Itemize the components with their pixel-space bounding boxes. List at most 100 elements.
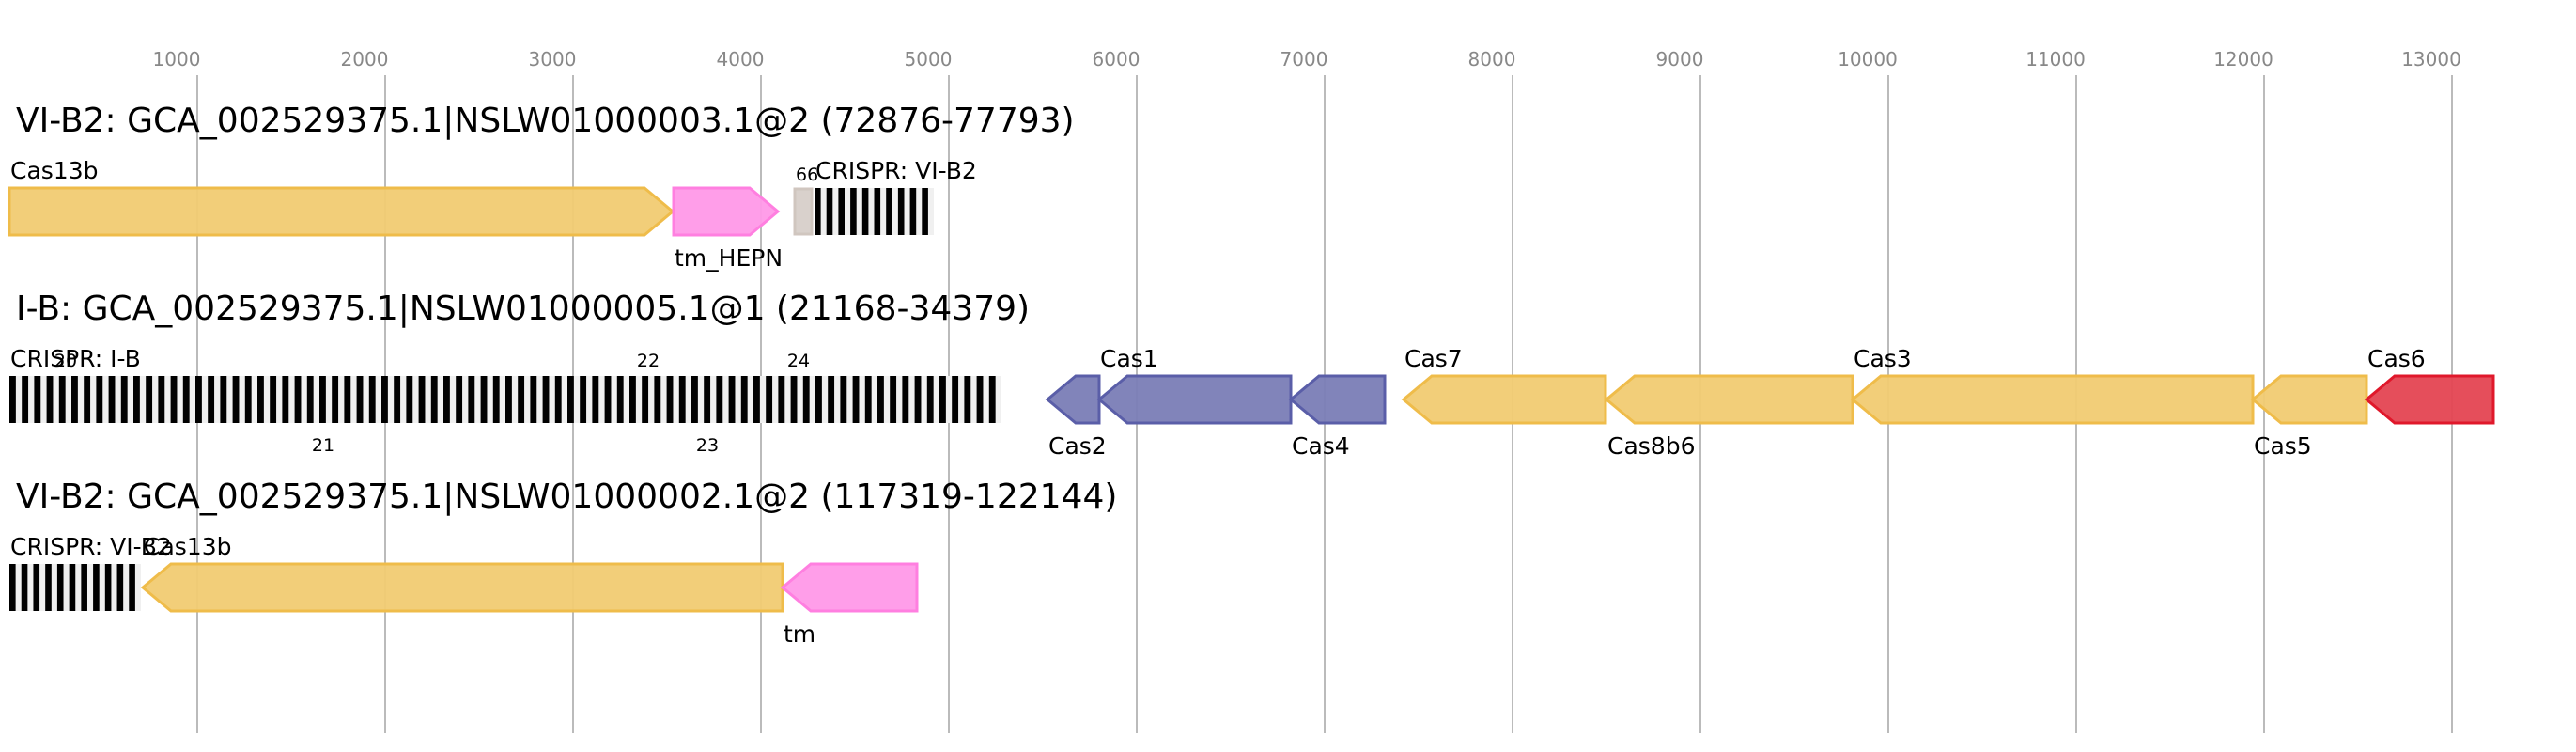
- x-tick-label: 12000: [2213, 48, 2273, 70]
- crispr-repeat: [21, 564, 28, 611]
- x-tick-label: 7000: [1280, 48, 1328, 70]
- x-tick-label: 8000: [1468, 48, 1516, 70]
- crispr-repeat: [108, 376, 116, 423]
- crispr-repeat: [592, 376, 599, 423]
- crispr-repeat: [257, 376, 264, 423]
- crispr-repeat: [232, 376, 240, 423]
- unannotated-box[interactable]: [793, 187, 814, 236]
- crispr-repeat: [828, 376, 835, 423]
- crispr-repeat: [838, 188, 846, 235]
- crispr-repeat: [368, 376, 376, 423]
- gene-arrow-tm-hepn[interactable]: [672, 186, 781, 237]
- crispr-repeat: [864, 376, 872, 423]
- crispr-repeat: [46, 376, 54, 423]
- crispr-repeat: [897, 188, 905, 235]
- crispr-repeat: [518, 376, 525, 423]
- crispr-repeat: [69, 564, 76, 611]
- gene-arrow-cas1[interactable]: [1096, 374, 1293, 425]
- crispr-repeat: [22, 376, 29, 423]
- crispr-repeat: [926, 376, 934, 423]
- crispr-repeat: [170, 376, 178, 423]
- crispr-repeat: [642, 376, 649, 423]
- gene-arrow-cas4[interactable]: [1288, 374, 1387, 425]
- gene-label: Cas5: [2254, 432, 2312, 460]
- gene-label: Cas4: [1292, 432, 1350, 460]
- gene-arrow-cas7[interactable]: [1401, 374, 1607, 425]
- crispr-repeat: [430, 376, 438, 423]
- x-tick-label: 6000: [1093, 48, 1141, 70]
- x-tick-label: 4000: [717, 48, 765, 70]
- crispr-repeat: [542, 376, 550, 423]
- crispr-repeat: [208, 376, 215, 423]
- x-tick-label: 13000: [2401, 48, 2461, 70]
- gene-label: Cas13b: [10, 157, 98, 184]
- gene-label: Cas3: [1854, 345, 1912, 372]
- crispr-repeat: [492, 376, 500, 423]
- crispr-repeat: [704, 376, 711, 423]
- box-label: 66: [796, 164, 818, 185]
- crispr-repeat: [988, 376, 996, 423]
- crispr-repeat: [654, 376, 661, 423]
- crispr-repeat: [554, 376, 562, 423]
- gene-label: Cas7: [1404, 345, 1463, 372]
- x-tick-label: 5000: [905, 48, 953, 70]
- repeat-number-label: 24: [787, 351, 810, 371]
- crispr-repeat: [480, 376, 488, 423]
- crispr-array[interactable]: [9, 376, 1001, 423]
- crispr-repeat: [939, 376, 946, 423]
- gene-label: tm_HEPN: [675, 244, 783, 272]
- gene-arrow-cas2[interactable]: [1045, 374, 1101, 425]
- locus-2: I-B: GCA_002529375.1|NSLW01000005.1@1 (2…: [9, 290, 2495, 460]
- gene-arrow-cas3[interactable]: [1850, 374, 2255, 425]
- crispr-repeat: [922, 188, 928, 235]
- crispr-repeat: [740, 376, 748, 423]
- crispr-repeat: [976, 376, 984, 423]
- locus-title: VI-B2: GCA_002529375.1|NSLW01000003.1@2 …: [16, 102, 1075, 140]
- crispr-repeat: [56, 564, 64, 611]
- crispr-repeat: [394, 376, 401, 423]
- gene-arrow-cas8b6[interactable]: [1604, 374, 1854, 425]
- crispr-repeat: [890, 376, 897, 423]
- repeat-number-label: 23: [696, 435, 719, 456]
- crispr-repeat: [691, 376, 698, 423]
- locus-3: VI-B2: GCA_002529375.1|NSLW01000002.1@2 …: [9, 478, 1117, 648]
- crispr-array[interactable]: [815, 188, 934, 235]
- crispr-repeat: [9, 376, 16, 423]
- repeat-number-label: 20: [54, 351, 77, 371]
- locus-title: VI-B2: GCA_002529375.1|NSLW01000002.1@2 …: [16, 478, 1117, 516]
- crispr-repeat: [468, 376, 475, 423]
- crispr-repeat: [580, 376, 587, 423]
- crispr-repeat: [133, 376, 140, 423]
- x-tick-label: 10000: [1838, 48, 1898, 70]
- crispr-repeat: [332, 376, 339, 423]
- crispr-repeat: [802, 376, 810, 423]
- crispr-repeat: [505, 376, 512, 423]
- crispr-array[interactable]: [9, 564, 141, 611]
- crispr-repeat: [33, 564, 40, 611]
- crispr-repeat: [220, 376, 227, 423]
- gene-arrow-tm[interactable]: [780, 562, 919, 613]
- crispr-repeat: [158, 376, 165, 423]
- crispr-repeat: [874, 188, 881, 235]
- crispr-repeat: [84, 376, 91, 423]
- crispr-label: CRISPR: I-B: [10, 345, 141, 372]
- crispr-repeat: [81, 564, 87, 611]
- gene-label: Cas6: [2367, 345, 2426, 372]
- crispr-repeat: [120, 376, 128, 423]
- gene-arrow-cas5[interactable]: [2250, 374, 2368, 425]
- gene-arrow-cas6[interactable]: [2364, 374, 2495, 425]
- gene-arrow-cas13b[interactable]: [8, 186, 675, 237]
- crispr-repeat: [96, 376, 103, 423]
- crispr-repeat: [902, 376, 909, 423]
- crispr-repeat: [914, 376, 922, 423]
- x-tick-label: 1000: [153, 48, 201, 70]
- repeat-number-label: 21: [312, 435, 334, 456]
- crispr-repeat: [294, 376, 302, 423]
- crispr-repeat: [666, 376, 674, 423]
- gene-label: Cas1: [1100, 345, 1158, 372]
- gene-arrow-cas13b[interactable]: [140, 562, 784, 613]
- crispr-repeat: [45, 564, 52, 611]
- crispr-repeat: [909, 188, 917, 235]
- crispr-repeat: [850, 188, 857, 235]
